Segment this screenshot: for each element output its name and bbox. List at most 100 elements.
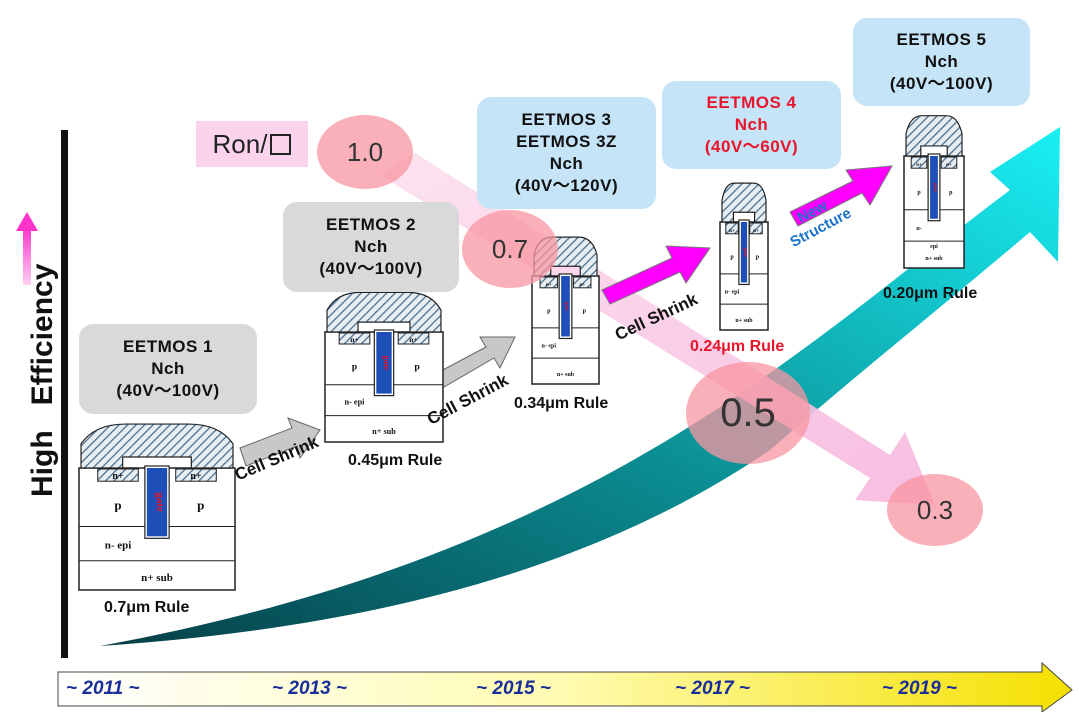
n-plus-left [97,468,139,482]
rule-label-5: 0.20μm Rule [883,285,978,302]
product-box-eetmos1: EETMOS 1 Nch (40V～100V) [79,324,257,414]
ron-value-text: 0.7 [491,233,529,264]
label-gate: gate [932,183,937,193]
label-n-plus: n+ [729,229,735,234]
label-epi: epi [930,244,938,250]
vertical-axis [61,130,68,658]
n-plus-right [397,332,430,345]
label-p: p [949,190,953,196]
gate-electrode [561,276,570,337]
y-axis-label: High Efficiency [26,257,60,497]
timeline-arrow [57,661,1073,712]
timeline-year-2019: ~ 2019 ~ [882,678,958,699]
metal-cap [905,115,963,157]
label-n-sub: n+ sub [557,372,575,378]
product-name: EETMOS 2 [326,215,416,234]
y-axis-efficiency: Efficiency [26,263,59,406]
label-p: p [414,361,420,372]
label-p: p [756,255,760,261]
label-n-sub: n+ sub [925,256,943,262]
product-name: EETMOS 1 [123,337,213,356]
efficiency-arrow [16,212,38,285]
label-gate: gate [382,355,391,370]
square-icon [270,133,292,155]
ron-value-text: 1.0 [346,136,384,167]
rule-label-4: 0.24μm Rule [690,338,785,355]
label-n-plus: n+ [579,283,585,288]
label-n-epi: n- epi [725,289,740,295]
product-channel: Nch [354,237,388,256]
label-n-sub: n+ sub [141,572,173,584]
label-n-plus: n+ [190,471,202,482]
product-name: EETMOS 4 [706,93,797,112]
product-box-eetmos4: EETMOS 4 Nch (40V～60V) [662,81,841,169]
product-voltage: (40V～100V) [889,74,994,93]
label-n-plus: n+ [753,229,759,234]
ron-label-text: Ron/ [212,128,268,159]
ron-value-1: 1.0 [317,115,413,189]
product-voltage: (40V～100V) [116,381,220,400]
metal-cap [721,182,767,223]
rule-label-3: 0.34μm Rule [514,395,609,412]
ron-value-4: 0.3 [887,474,983,546]
n-plus-right [940,156,958,169]
metal-cap [80,423,234,469]
product-channel: Nch [549,154,584,173]
label-n-plus: n+ [946,163,952,168]
label-n-sub: n+ sub [372,427,396,436]
label-p: p [114,497,121,512]
label-n-plus: n+ [409,335,417,344]
product-voltage: (40V～100V) [319,259,423,278]
label-p: p [547,309,551,315]
product-channel: Nch [924,52,959,71]
product-box-eetmos5: EETMOS 5 Nch (40V～100V) [853,18,1030,106]
shrink-arrow-3 [601,245,711,305]
n-plus-right [573,276,592,289]
label-n-epi: n- epi [541,343,556,349]
rule-label-2: 0.45μm Rule [348,452,443,469]
product-voltage: (40V～120V) [514,176,619,195]
label-p: p [352,361,358,372]
rule-label-1: 0.7μm Rule [104,599,190,616]
label-n-plus: n+ [546,283,552,288]
product-name-2: EETMOS 3Z [516,132,617,151]
label-p: p [730,255,734,261]
gate-electrode [740,222,748,283]
label-n-sub: n+ sub [735,318,753,324]
label-n-plus: n+ [112,471,124,482]
label-p: p [917,190,921,196]
product-box-eetmos2: EETMOS 2 Nch (40V～100V) [283,202,459,292]
ron-value-text: 0.3 [916,494,954,525]
n-plus-left [910,156,928,169]
device-eetmos5: n+ n+ p p n-epi n+ sub gate [903,115,965,269]
label-p: p [583,309,587,315]
new-structure-arrow [789,165,893,227]
product-name: EETMOS 3 [521,110,612,129]
label-n-epi: n- [916,226,921,232]
product-name: EETMOS 5 [896,30,987,49]
ron-value-text: 0.5 [720,390,776,435]
gate-electrode [146,468,168,537]
product-box-eetmos3: EETMOS 3 EETMOS 3Z Nch (40V～120V) [477,97,656,209]
device-eetmos4: n+ n+ p p n- epi n+ sub gate [719,182,769,331]
label-gate: gate [564,302,569,312]
growth-arrow [100,127,1060,646]
timeline-year-2017: ~ 2017 ~ [675,678,751,699]
n-plus-right [175,468,217,482]
gate-electrode [930,156,938,219]
y-axis-high: High [26,430,59,497]
label-gate: gate [742,248,747,258]
label-gate: gate [154,492,166,512]
product-channel: Nch [151,359,185,378]
label-n-plus: n+ [916,163,922,168]
timeline-year-2011: ~ 2011 ~ [66,678,140,699]
label-p: p [197,497,204,512]
ron-label: Ron/ [196,121,308,167]
n-plus-left [539,276,558,289]
gate-electrode [376,332,392,394]
timeline-year-2013: ~ 2013 ~ [272,678,348,699]
product-channel: Nch [734,115,769,134]
timeline-year-2015: ~ 2015 ~ [476,678,552,699]
